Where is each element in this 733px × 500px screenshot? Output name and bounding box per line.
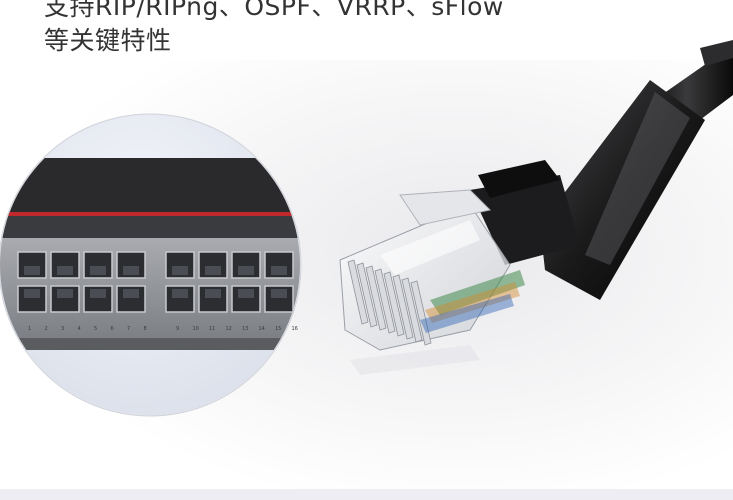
switch-red-stripe — [0, 212, 300, 216]
switch-port-number: 12 — [226, 326, 232, 332]
switch-port-number: 8 — [144, 326, 147, 332]
switch-port-number: 16 — [292, 326, 298, 332]
switch-port-number: 11 — [209, 326, 215, 332]
switch-port-contact-area — [57, 266, 73, 275]
switch-port-contact-area — [238, 289, 254, 298]
plug-contact-pin — [410, 280, 432, 346]
plug-contact-pin — [374, 268, 396, 334]
switch-port-contact-area — [24, 266, 40, 275]
feature-headline: 支持RIP/RIPng、OSPF、VRRP、sFlow 等关键特性 — [44, 0, 504, 58]
switch-port-contact-area — [271, 266, 287, 275]
switch-port-number: 14 — [259, 326, 265, 332]
plug-collar — [470, 175, 580, 265]
ethernet-cable — [339, 40, 733, 375]
switch-port-number: 4 — [78, 326, 81, 332]
switch-port-contact-area — [238, 266, 254, 275]
plug-contact-pin — [401, 277, 423, 343]
switch-port-number: 5 — [94, 326, 97, 332]
switch-ports — [17, 251, 294, 313]
switch-port-number: 9 — [176, 326, 179, 332]
switch-port-contact-area — [24, 289, 40, 298]
plug-contact-pin — [347, 259, 369, 325]
switch-port-contact-area — [172, 289, 188, 298]
switch-port — [17, 285, 47, 313]
switch-port-contact-area — [90, 289, 106, 298]
switch-port-contact-area — [57, 289, 73, 298]
switch-top — [0, 158, 300, 222]
plug-contact-pin — [365, 265, 387, 331]
feature-headline-line1: 支持RIP/RIPng、OSPF、VRRP、sFlow — [44, 0, 504, 21]
switch-port-contact-area — [205, 289, 221, 298]
switch-port-contact-area — [271, 289, 287, 298]
switch-port-number: 6 — [111, 326, 114, 332]
plug-contacts — [347, 259, 432, 346]
switch-port-contact-area — [123, 266, 139, 275]
switch-port-contact-area — [123, 289, 139, 298]
feature-headline-line2: 等关键特性 — [44, 26, 172, 55]
switch-port-number: 7 — [127, 326, 130, 332]
plug-contact-pin — [383, 271, 405, 337]
switch-port-number: 15 — [275, 326, 281, 332]
plug-contact-pin — [356, 262, 378, 328]
plug-contact-pin — [392, 274, 414, 340]
switch-port-contact-area — [172, 266, 188, 275]
switch-port-number: 13 — [242, 326, 248, 332]
switch-port-number: 3 — [61, 326, 64, 332]
switch-port-number: 2 — [45, 326, 48, 332]
switch-port-number: 1 — [28, 326, 31, 332]
switch-port-number: 10 — [193, 326, 199, 332]
bottom-band — [0, 489, 733, 500]
switch-port-contact-area — [205, 266, 221, 275]
plug-latch — [399, 189, 492, 226]
switch-port-contact-area — [90, 266, 106, 275]
